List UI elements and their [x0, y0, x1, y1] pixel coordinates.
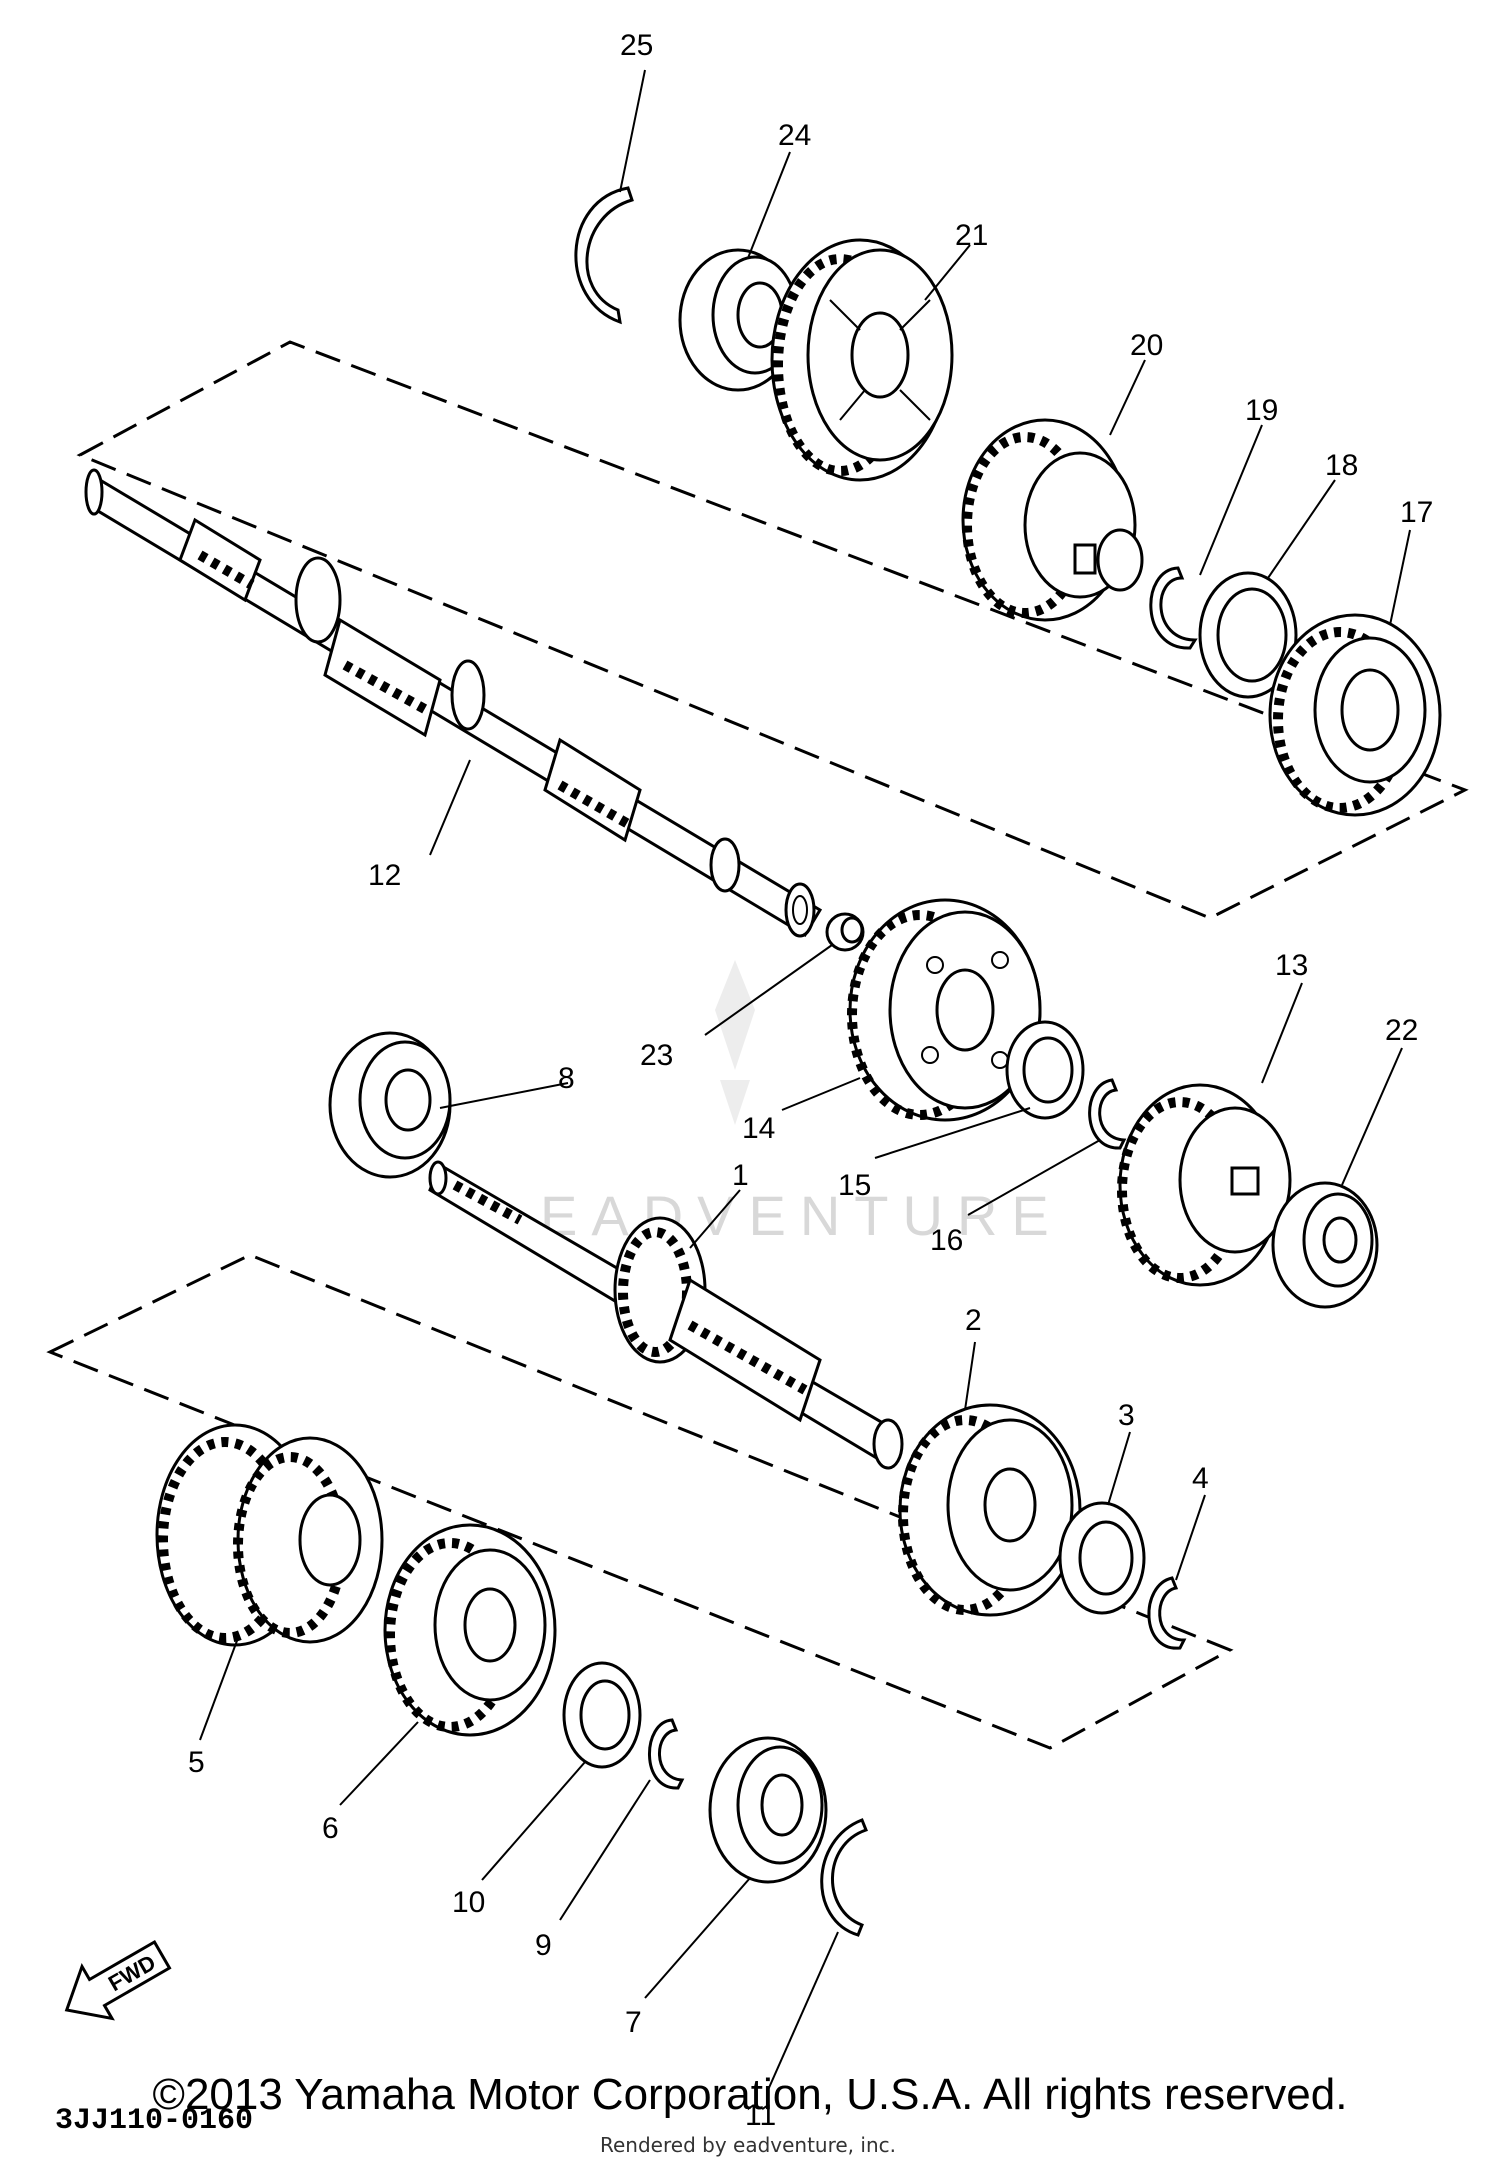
callout-12: 12: [368, 859, 401, 892]
fwd-arrow-icon: FWD: [64, 1939, 172, 2021]
leader-lines: [199, 69, 1411, 2091]
upper-assembly-dashed-box: [76, 340, 1469, 920]
washer-part-18: [1198, 571, 1298, 699]
callout-20: 20: [1130, 329, 1163, 362]
callout-17: 17: [1400, 496, 1433, 529]
callout-11: 11: [745, 2099, 776, 2132]
callout-5: 5: [188, 1746, 205, 1779]
washer-part-10: [562, 1661, 642, 1769]
main-axle-part-12: [84, 468, 823, 938]
callout-9: 9: [535, 1929, 552, 1962]
callout-19: 19: [1245, 394, 1278, 427]
bearing-part-7: [708, 1736, 828, 1884]
bearing-part-22: [1271, 1181, 1379, 1309]
callout-2: 2: [965, 1304, 982, 1337]
figure-code: 3JJ110-0160: [55, 2104, 253, 2138]
watermark-logo: [715, 960, 755, 1125]
gear-part-14: [847, 898, 1042, 1122]
callout-3: 3: [1118, 1399, 1135, 1432]
callout-18: 18: [1325, 449, 1358, 482]
washer-part-3: [1058, 1501, 1146, 1615]
copyright-notice: ©2013 Yamaha Motor Corporation, U.S.A. A…: [152, 2070, 1348, 2119]
callout-23: 23: [640, 1039, 673, 1072]
callout-1: 1: [732, 1159, 749, 1192]
callout-8: 8: [558, 1062, 575, 1095]
bushing-part-23: [825, 912, 865, 952]
circlip-part-16: [1088, 1078, 1127, 1150]
render-credit: Rendered by eadventure, inc.: [600, 2133, 896, 2157]
gear-part-6: [383, 1523, 557, 1737]
washer-part-15: [1005, 1020, 1085, 1120]
circlip-part-19: [1149, 566, 1198, 650]
callout-14: 14: [742, 1112, 775, 1145]
gear-part-21: [770, 238, 954, 482]
gear-part-5: [155, 1423, 384, 1647]
circlip-part-9: [648, 1718, 685, 1790]
watermark-text: EADVENTURE: [540, 1184, 1063, 1247]
gear-part-17: [1268, 613, 1442, 817]
circlip-part-4: [1147, 1576, 1187, 1650]
callout-25: 25: [620, 29, 653, 62]
circlip-part-11: [820, 1818, 868, 1937]
callout-7: 7: [625, 2006, 642, 2039]
circlip-part-25: [574, 186, 634, 325]
bearing-part-8: [328, 1031, 452, 1179]
gear-part-2: [898, 1403, 1082, 1617]
callout-21: 21: [955, 219, 988, 252]
callout-6: 6: [322, 1812, 339, 1845]
gear-part-20: [961, 418, 1144, 622]
callout-22: 22: [1385, 1014, 1418, 1047]
drive-axle-part-1: [428, 1160, 904, 1470]
callout-16: 16: [930, 1224, 963, 1257]
callout-4: 4: [1192, 1462, 1209, 1495]
callout-13: 13: [1275, 949, 1308, 982]
callout-15: 15: [838, 1169, 871, 1202]
lower-assembly-dashed-box: [46, 1253, 1234, 1750]
gear-part-13: [1117, 1083, 1292, 1287]
callout-10: 10: [452, 1886, 485, 1919]
callout-24: 24: [778, 119, 811, 152]
